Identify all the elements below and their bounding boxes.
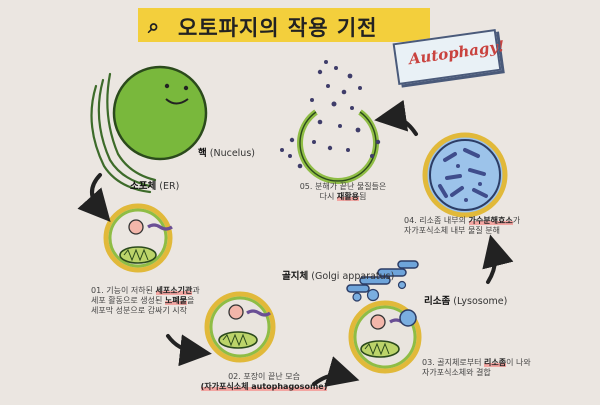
phagophore-1 <box>103 203 173 273</box>
arrow-step4-to-step5 <box>374 99 418 136</box>
lysosome-attached <box>399 309 417 327</box>
nucleus-face <box>164 83 189 91</box>
caption-step-3: 03. 골지체로부터 리소좀이 나와 자가포식소체와 결합 <box>422 358 531 377</box>
title-banner: ⌕ 오토파지의 작용 기전 <box>138 8 430 42</box>
recycled-particles <box>280 60 381 169</box>
vesicle-pink-1 <box>128 219 144 235</box>
label-lysosome: 리소좀 (Lysosome) <box>424 296 508 307</box>
label-nucleus: 핵 (Nucelus) <box>198 148 255 159</box>
page-title: 오토파지의 작용 기전 <box>178 16 378 40</box>
caption-step-5: 05. 분해가 끝난 물질들은 다시 재활용됨 <box>299 182 387 201</box>
label-er: 소포체 (ER) <box>130 181 180 192</box>
nucleus-smile <box>165 98 189 105</box>
mitochondrion-3 <box>360 340 400 358</box>
protein-strand-1 <box>147 223 173 231</box>
vesicle-pink-3 <box>370 314 386 330</box>
lysosome-digesting <box>422 132 508 218</box>
protein-strand-2 <box>246 309 271 317</box>
cycle-arrows <box>77 99 514 387</box>
label-golgi: 골지체 (Golgi apparatus) <box>282 271 395 282</box>
caption-step-1: 01. 기능이 저하된 세포소기관과 세포 활동으로 생성된 노폐물을 세포막 … <box>91 286 200 315</box>
arrow-step1-to-step2 <box>166 334 212 367</box>
arrow-er-to-step1 <box>77 173 111 222</box>
search-icon: ⌕ <box>148 14 160 38</box>
mitochondrion-2 <box>218 331 258 349</box>
er-strands <box>90 72 157 194</box>
golgi-apparatus <box>346 260 419 293</box>
golgi-vesicles <box>352 280 407 302</box>
vesicle-pink-2 <box>228 304 244 320</box>
nucleus <box>112 65 208 161</box>
arrow-step3-to-step4 <box>482 234 514 284</box>
hydrolase-enzymes <box>438 148 488 198</box>
caption-step-2: 02. 포장이 끝난 모습 (자가포식소체 autophagosome) <box>200 372 328 391</box>
caption-step-4: 04. 리소좀 내부의 가수분해효소가 자가포식소체 내부 물질 분해 <box>404 216 521 235</box>
autophagosome <box>204 291 276 363</box>
